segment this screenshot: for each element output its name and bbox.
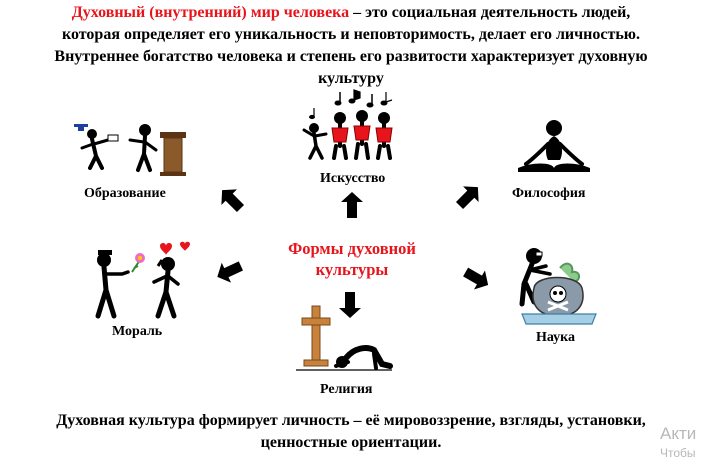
activation-watermark-line-1: Акти <box>660 424 697 443</box>
intro-line-2: которая определяет его уникальность и не… <box>61 26 641 43</box>
philosophy-label: Философия <box>512 186 586 201</box>
center-title: Формы духовной культуры <box>262 238 442 280</box>
arrow-to-philosophy <box>455 186 479 210</box>
art-illustration <box>302 89 393 160</box>
center-title-line-1: Формы духовной <box>288 239 416 258</box>
science-label: Наука <box>536 330 576 345</box>
arrow-to-religion <box>339 292 361 318</box>
art-label: Искусство <box>320 171 386 186</box>
arrow-to-education <box>221 189 245 213</box>
outro-line-2: ценностные ориентации. <box>260 434 442 451</box>
outro-paragraph: Духовная культура формирует личность – е… <box>2 410 700 454</box>
arrow-to-art <box>341 192 363 218</box>
outro-line-1: Духовная культура формирует личность – е… <box>56 412 646 429</box>
education-illustration <box>74 124 186 176</box>
center-title-line-2: культуры <box>315 260 389 279</box>
religion-label: Религия <box>320 382 373 397</box>
intro-paragraph: Духовный (внутренний) мир человека – это… <box>2 2 700 90</box>
intro-line-1: Духовный (внутренний) мир человека – это… <box>2 2 700 24</box>
intro-term: Духовный (внутренний) мир человека <box>71 4 350 21</box>
education-label: Образование <box>84 186 166 201</box>
activation-watermark-line-2: Чтобы <box>660 446 696 460</box>
religion-illustration <box>296 305 393 371</box>
arrow-to-morality <box>217 261 243 283</box>
intro-line-4: культуру <box>318 70 384 87</box>
intro-line-1-rest: – это социальная деятельность людей, <box>349 4 631 21</box>
science-illustration <box>519 248 597 325</box>
intro-line-3: Внутреннее богатство человека и степень … <box>54 48 648 65</box>
arrow-to-science <box>463 267 489 290</box>
philosophy-illustration <box>518 120 590 172</box>
morality-illustration <box>95 241 190 319</box>
morality-label: Мораль <box>112 324 163 339</box>
